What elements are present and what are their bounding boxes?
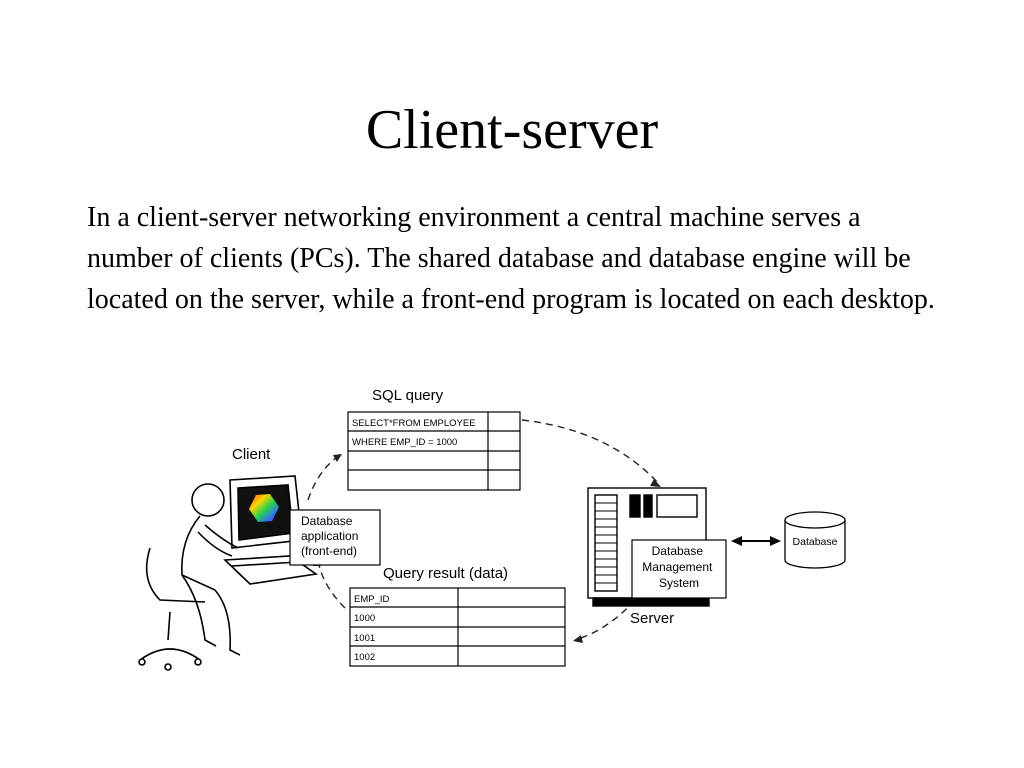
result-header: EMP_ID [354,594,390,605]
query-result-label: Query result (data) [383,565,508,582]
slide-body-text: In a client-server networking environmen… [87,202,935,315]
query-result-table [349,587,566,667]
arrow-result-to-client [317,559,346,609]
sql-row-1: SELECT*FROM EMPLOYEE [352,418,476,429]
arrow-client-to-table [307,454,341,501]
server-label: Server [630,610,674,627]
arrow-table-to-server [521,419,661,486]
sql-query-table [347,411,521,491]
database-label: Database [793,536,838,548]
result-row-3: 1002 [354,652,375,663]
slide-title: Client-server [365,99,659,161]
sql-row-2: WHERE EMP_ID = 1000 [352,437,457,448]
database-cylinder [784,511,846,569]
dbms-label: Database Management System [642,544,715,590]
front-end-box [289,509,381,566]
client-label: Client [232,446,271,463]
server-database-link [731,536,781,546]
result-row-2: 1001 [354,633,375,644]
client-workstation-illustration [138,475,319,671]
front-end-label: Database application (front-end) [301,514,362,558]
sql-query-label: SQL query [372,387,444,404]
result-row-1: 1000 [354,613,375,624]
dbms-box [631,539,727,599]
color-wheel-icon [249,494,279,522]
